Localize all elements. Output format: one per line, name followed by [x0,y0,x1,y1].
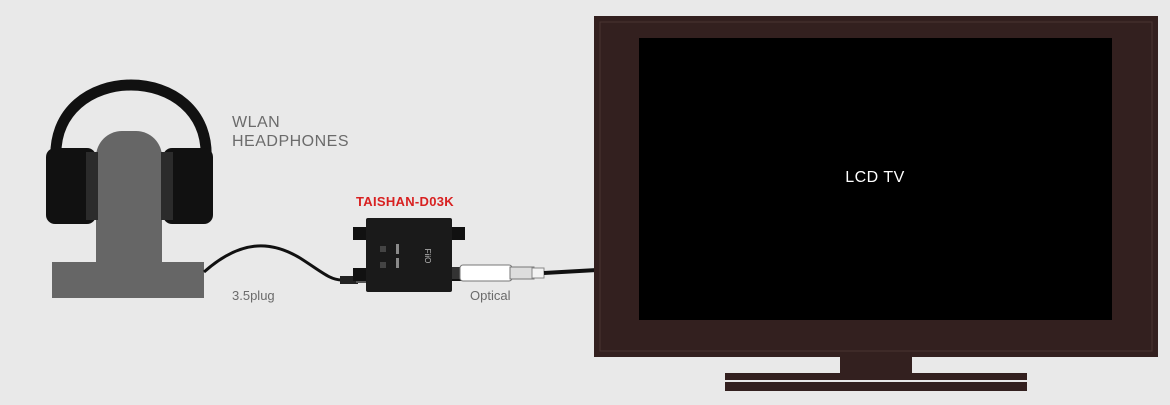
optical-label: Optical [470,288,511,303]
plug-label: 3.5plug [232,288,275,303]
headphones-label-line2: HEADPHONES [232,133,350,150]
device-name-label: TAISHAN-D03K [356,194,454,209]
headphones-icon [46,79,213,224]
headphones-label-line1: WLAN [232,114,281,131]
headphone-stand [52,131,204,298]
headphones-label: WLAN HEADPHONES [232,113,349,151]
tv-label: LCD TV [845,169,905,186]
device-logo: FiiO [423,249,432,264]
headphone-cable [203,244,368,284]
optical-cable [452,264,598,282]
dac-device-icon: FiiO [353,218,465,292]
lcd-tv-icon [594,16,1158,391]
